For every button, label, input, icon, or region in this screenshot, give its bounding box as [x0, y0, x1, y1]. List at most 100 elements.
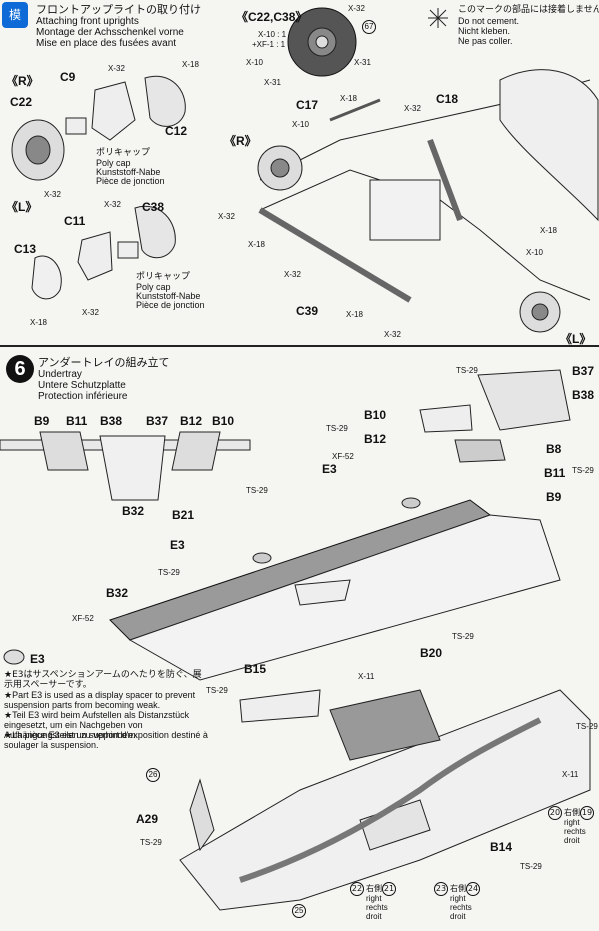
screw-x10-a: X-10: [246, 58, 263, 67]
part-e3-note: E3: [30, 652, 45, 666]
polycap-fr-l: Pièce de jonction: [136, 300, 205, 310]
paint-ts29-f: TS-29: [452, 632, 474, 641]
decal-22-circle: 22: [350, 882, 364, 896]
ref-67-circle: 67: [362, 20, 376, 34]
mix-label-2: +XF-1 : 1: [252, 40, 286, 49]
part-c39: C39: [296, 304, 319, 318]
e3-note-jp: ★E3はサスペンションアームのへたりを防ぐ、展示用スペーサーです。: [4, 670, 202, 690]
part-a29: A29: [136, 812, 159, 826]
part-c38: C38: [142, 200, 165, 214]
part-c12: C12: [165, 124, 188, 138]
paint-xf52-b: XF-52: [72, 614, 94, 623]
part-b12-b: B12: [364, 432, 387, 446]
part-b32-a: B32: [122, 504, 145, 518]
polycap-en-l: Poly cap: [136, 282, 171, 292]
decal-25-circle: 25: [292, 904, 306, 918]
ref-67: 67: [362, 20, 378, 34]
side-label-r2: 《R》: [224, 134, 257, 148]
paint-ts29-d: TS-29: [246, 486, 268, 495]
step5-title-jp: フロントアップライトの取り付け: [36, 3, 201, 16]
e3-note-fr: ★La pièce E3 est un support d'exposition…: [4, 730, 208, 750]
side-label-l: 《L》: [6, 200, 38, 214]
decal-26: 26: [146, 768, 162, 782]
screw-x10-b: X-10: [292, 120, 309, 129]
paint-ts29-e: TS-29: [158, 568, 180, 577]
decal-24-circle: 24: [466, 882, 480, 896]
decal-23-fr: droit: [450, 912, 466, 921]
step6-title-de: Untere Schutzplatte: [38, 380, 126, 391]
step6-number: 6: [6, 355, 34, 383]
paint-ts29-g: TS-29: [206, 686, 228, 695]
decal-22-fr: droit: [366, 912, 382, 921]
screw-x31-b: X-31: [264, 78, 281, 87]
step6-title-fr: Protection inférieure: [38, 391, 128, 402]
screw-x31-a: X-31: [354, 58, 371, 67]
screw-x32-c: X-32: [104, 200, 121, 209]
site-logo-icon: 模: [2, 2, 28, 28]
decal-23-circle: 23: [434, 882, 448, 896]
paint-ts29-a: TS-29: [456, 366, 478, 375]
decal-20-jp: 右側: [564, 808, 580, 817]
decal-23-jp: 右側: [450, 884, 466, 893]
part-c9: C9: [60, 70, 76, 84]
paint-ts29-j: TS-29: [520, 862, 542, 871]
screw-x32-h: X-32: [284, 270, 301, 279]
step5-title-de: Montage der Achsschenkel vorne: [36, 27, 184, 38]
polycap-de-l: Kunststoff-Nabe: [136, 291, 201, 301]
part-b12-a: B12: [180, 414, 203, 428]
decal-20-en: right: [564, 818, 580, 827]
part-e3-b: E3: [170, 538, 185, 552]
part-b38-b: B38: [572, 388, 595, 402]
part-c11: C11: [64, 214, 86, 228]
screw-x32-e: X-32: [348, 4, 365, 13]
step6-title-jp: アンダートレイの組み立て: [38, 356, 170, 369]
paint-x11-b: X-11: [562, 770, 579, 779]
part-b20: B20: [420, 646, 443, 660]
screw-x18-b: X-18: [30, 318, 47, 327]
screw-x18-e: X-18: [346, 310, 363, 319]
part-c22: C22: [10, 95, 33, 109]
decal-22-jp: 右側: [366, 884, 382, 893]
paint-ts29-i: TS-29: [140, 838, 162, 847]
part-b37-b: B37: [572, 364, 595, 378]
part-b11-a: B11: [66, 414, 88, 428]
decal-22-de: rechts: [366, 903, 388, 912]
decal-21-circle: 21: [382, 882, 396, 896]
part-b21: B21: [172, 508, 195, 522]
decal-23-en: right: [450, 894, 466, 903]
polycap-fr-r: Pièce de jonction: [96, 176, 165, 186]
part-b14: B14: [490, 840, 513, 854]
decal-20-de: rechts: [564, 827, 586, 836]
part-b37-a: B37: [146, 414, 169, 428]
part-b10-b: B10: [364, 408, 387, 422]
no-cement-icon: [428, 8, 448, 28]
paint-ts29-c: TS-29: [572, 466, 594, 475]
part-c22-c38-ref: 《C22,C38》: [236, 10, 308, 24]
part-b8: B8: [546, 442, 562, 456]
logo-text: 模: [8, 8, 21, 22]
part-c13: C13: [14, 242, 37, 256]
paint-x11-a: X-11: [358, 672, 375, 681]
e3-note-de: ★Teil E3 wird beim Aufstellen als Distan…: [4, 710, 190, 740]
paint-xf52-a: XF-52: [332, 452, 354, 461]
step5-title-en: Attaching front uprights: [36, 16, 139, 27]
step-divider: [0, 345, 599, 347]
no-cement-jp: このマークの部品には接着しません。: [458, 5, 599, 15]
no-cement-fr: Ne pas coller.: [458, 36, 513, 46]
paint-ts29-b: TS-29: [326, 424, 348, 433]
decal-23-de: rechts: [450, 903, 472, 912]
screw-x32-i: X-32: [384, 330, 401, 339]
polycap-jp-l: ポリキャップ: [136, 272, 191, 282]
screw-x32-b: X-32: [44, 190, 61, 199]
decal-22-en: right: [366, 894, 382, 903]
decal-25: 25: [292, 904, 308, 918]
screw-x18-a: X-18: [182, 60, 199, 69]
screw-x18-d: X-18: [248, 240, 265, 249]
step5-title-fr: Mise en place des fusées avant: [36, 38, 177, 49]
polycap-jp-r: ポリキャップ: [96, 148, 151, 158]
